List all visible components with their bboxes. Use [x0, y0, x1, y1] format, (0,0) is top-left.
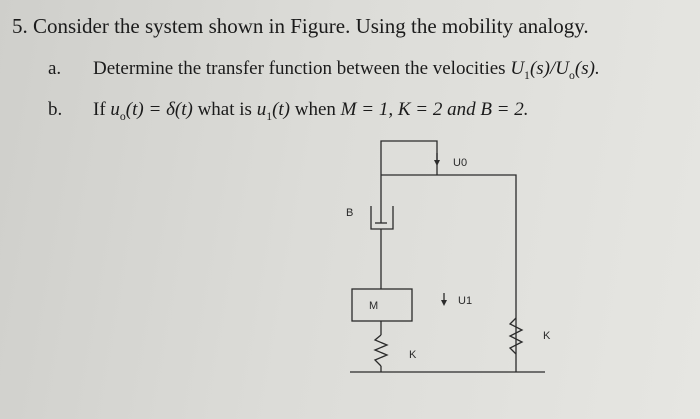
spring-left-label: K — [409, 349, 417, 361]
uo-subscript: o — [119, 109, 126, 123]
spring-right-icon — [508, 317, 524, 355]
part-a-text: Determine the transfer function between … — [93, 58, 511, 79]
question-title-text: Consider the system shown in Figure. Usi… — [33, 14, 589, 38]
spring-left-icon — [373, 334, 389, 367]
question-number: 5. — [12, 14, 28, 38]
part-b-label: b. — [48, 99, 63, 120]
damper-icon — [370, 206, 394, 230]
u1-arg: (s)/ — [529, 58, 556, 79]
u1-lower-symbol: u — [256, 99, 267, 120]
uo-arg: (t) = — [125, 99, 167, 120]
part-b: b.If uo(t) = δ(t) what is u1(t) when M =… — [48, 99, 529, 124]
u1-subscript: 1 — [524, 68, 530, 82]
spring-right-label: K — [543, 330, 551, 342]
mass-block — [351, 288, 413, 322]
u1-symbol: U — [510, 58, 525, 79]
part-a-label: a. — [48, 58, 62, 79]
part-b-if: If — [93, 99, 111, 120]
u0-arrow-icon — [434, 160, 440, 166]
part-b-what-is: what is — [192, 99, 257, 120]
u1-arrow-icon — [441, 300, 447, 306]
part-b-when: when — [290, 99, 341, 120]
u1-lower-subscript: 1 — [266, 109, 273, 123]
delta-symbol: δ(t) — [166, 99, 193, 120]
u0-label: U0 — [453, 157, 467, 169]
part-a: a. Determine the transfer function betwee… — [48, 58, 600, 83]
mass-label: M — [369, 300, 378, 312]
question-title: 5. Consider the system shown in Figure. … — [12, 14, 589, 39]
u0-subscript: o — [569, 68, 575, 82]
u1-label: U1 — [458, 295, 472, 307]
uo-symbol: u — [110, 99, 120, 120]
outer-frame — [381, 174, 517, 372]
u0-arg: (s). — [574, 58, 600, 79]
damper-label: B — [346, 207, 353, 219]
part-b-params: M = 1, K = 2 and B = 2. — [340, 99, 529, 120]
u1-lower-arg: (t) — [272, 99, 291, 120]
input-plate — [380, 140, 438, 175]
u0-symbol: U — [555, 58, 569, 79]
